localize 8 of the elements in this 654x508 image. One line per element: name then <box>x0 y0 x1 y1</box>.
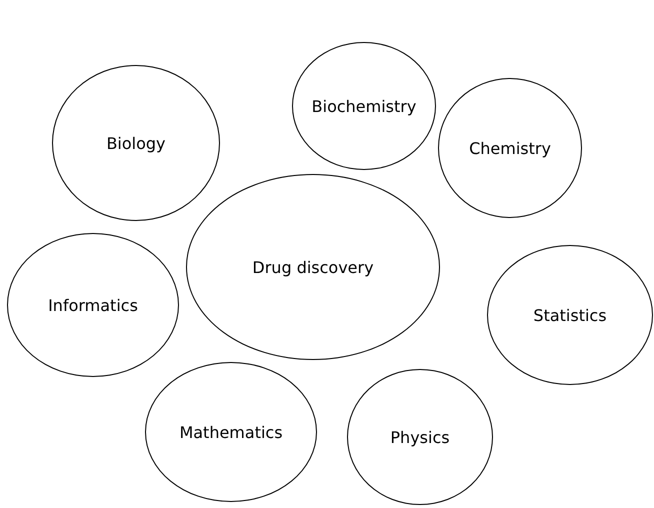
node-label: Biology <box>106 134 166 152</box>
node-label: Biochemistry <box>312 96 416 116</box>
node-label: Drug discovery <box>252 258 374 276</box>
node-label: Physics <box>390 428 450 446</box>
node-label: Mathematics <box>179 422 283 442</box>
node-label: Chemistry <box>469 138 551 158</box>
node-label: Statistics <box>533 306 607 324</box>
node-label: Informatics <box>48 296 138 314</box>
